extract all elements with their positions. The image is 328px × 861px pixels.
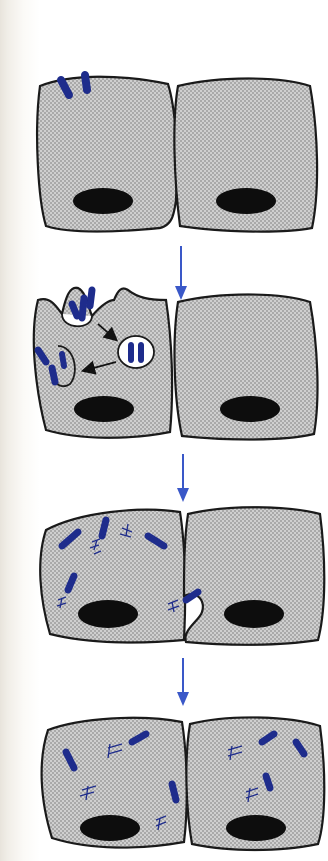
nucleus xyxy=(216,188,276,214)
bacterium xyxy=(172,784,176,800)
stage-2 xyxy=(34,288,318,440)
nucleus xyxy=(80,815,140,841)
nucleus xyxy=(73,188,133,214)
bacterium xyxy=(102,520,106,536)
bacterium xyxy=(62,354,64,366)
nucleus xyxy=(224,600,284,628)
down-arrow-icon xyxy=(175,246,187,300)
nucleus xyxy=(74,396,134,422)
stage-4 xyxy=(42,717,325,850)
stage-1 xyxy=(37,75,317,232)
bacterium xyxy=(82,298,84,318)
down-arrow-icon xyxy=(177,658,189,706)
bacterium xyxy=(85,75,87,90)
nucleus xyxy=(226,815,286,841)
nucleus xyxy=(78,600,138,628)
bacterium xyxy=(90,290,92,306)
bacterium xyxy=(52,368,55,382)
bacterium xyxy=(266,776,270,788)
bacterium xyxy=(72,304,77,316)
nucleus xyxy=(220,396,280,422)
stage-3 xyxy=(40,507,324,645)
down-arrow-icon xyxy=(177,454,189,502)
vacuole xyxy=(118,336,154,368)
